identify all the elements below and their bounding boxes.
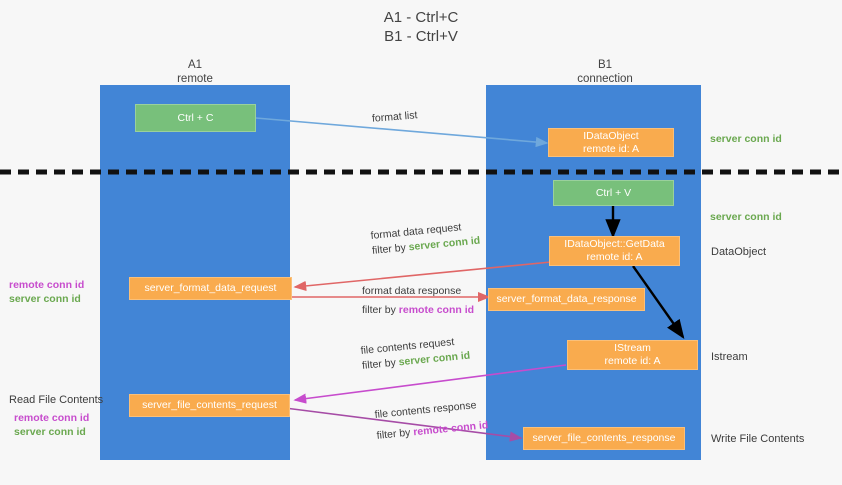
node-server-file-contents-response-label: server_file_contents_response bbox=[532, 432, 676, 444]
edge-label-format-data-response: format data response filter by remote co… bbox=[362, 284, 474, 318]
node-server-format-data-request-label: server_format_data_request bbox=[144, 282, 277, 294]
column-header-a1: A1 remote bbox=[115, 58, 275, 86]
filter-value: remote conn id bbox=[412, 419, 489, 439]
node-idataobject-getdata[interactable]: IDataObject::GetData remote id: A bbox=[549, 236, 680, 266]
right-note-write-file-contents: Write File Contents bbox=[711, 432, 804, 446]
node-server-file-contents-request-label: server_file_contents_request bbox=[142, 399, 277, 411]
title-line-1: A1 - Ctrl+C bbox=[383, 9, 459, 26]
edge-label-format-list: format list bbox=[371, 108, 418, 127]
edge-label-file-contents-response-filter: filter by remote conn id bbox=[376, 418, 489, 444]
edge-label-file-contents-request: file contents request filter by server c… bbox=[360, 334, 471, 374]
left-note-read-file-contents: Read File Contents bbox=[9, 393, 103, 407]
filter-prefix: filter by bbox=[376, 426, 414, 442]
filter-value: remote conn id bbox=[398, 304, 475, 316]
edge-label-format-data-request: format data request filter by server con… bbox=[370, 219, 481, 259]
right-note-istream-text: Istream bbox=[711, 351, 748, 363]
right-note-server-conn-id-2-text: server conn id bbox=[710, 211, 782, 223]
node-ctrl-v[interactable]: Ctrl + V bbox=[553, 180, 674, 206]
node-server-format-data-request[interactable]: server_format_data_request bbox=[129, 277, 292, 300]
column-header-b1-sub: connection bbox=[577, 73, 633, 85]
left-note-remote-conn-id-2: remote conn id bbox=[14, 412, 90, 424]
left-note-server-conn-id-2: server conn id bbox=[14, 426, 86, 438]
node-idataobject-subtitle: remote id: A bbox=[582, 142, 640, 155]
title-line-2: B1 - Ctrl+V bbox=[384, 28, 458, 45]
column-header-b1-name: B1 bbox=[597, 59, 613, 71]
node-idataobject-label: IDataObject bbox=[583, 129, 639, 142]
column-header-a1-name: A1 bbox=[187, 59, 203, 71]
left-note-conn-ids-2: remote conn id server conn id bbox=[14, 411, 89, 439]
filter-prefix: filter by bbox=[362, 304, 399, 316]
node-ctrl-v-label: Ctrl + V bbox=[595, 186, 632, 199]
left-note-read-file-contents-text: Read File Contents bbox=[9, 394, 104, 406]
edge-label-file-contents-response: file contents response filter by remote … bbox=[374, 397, 489, 444]
edge-label-format-list-text: format list bbox=[371, 109, 418, 125]
right-note-dataobject: DataObject bbox=[711, 245, 766, 259]
right-note-istream: Istream bbox=[711, 350, 748, 364]
right-note-server-conn-id-1-text: server conn id bbox=[710, 133, 782, 145]
edge-label-format-data-response-line1: format data response bbox=[362, 285, 462, 297]
node-ctrl-c-label: Ctrl + C bbox=[177, 111, 214, 124]
left-note-remote-conn-id-1: remote conn id bbox=[9, 279, 85, 291]
column-header-a1-sub: remote bbox=[177, 73, 213, 85]
node-istream[interactable]: IStream remote id: A bbox=[567, 340, 698, 370]
node-istream-label: IStream bbox=[614, 342, 651, 354]
left-note-conn-ids-1: remote conn id server conn id bbox=[9, 278, 84, 306]
page-title: A1 - Ctrl+C B1 - Ctrl+V bbox=[0, 8, 842, 46]
node-idataobject[interactable]: IDataObject remote id: A bbox=[548, 128, 674, 157]
filter-prefix: filter by bbox=[361, 356, 400, 372]
left-note-server-conn-id-1: server conn id bbox=[9, 293, 81, 305]
column-header-b1: B1 connection bbox=[525, 58, 685, 86]
node-ctrl-c[interactable]: Ctrl + C bbox=[135, 104, 256, 132]
node-idataobject-getdata-subtitle: remote id: A bbox=[586, 251, 643, 263]
node-idataobject-getdata-label: IDataObject::GetData bbox=[564, 238, 665, 250]
filter-prefix: filter by bbox=[371, 241, 410, 257]
right-note-server-conn-id-2: server conn id bbox=[710, 210, 782, 224]
node-istream-subtitle: remote id: A bbox=[604, 355, 661, 367]
node-server-file-contents-response[interactable]: server_file_contents_response bbox=[523, 427, 685, 450]
right-note-dataobject-text: DataObject bbox=[711, 246, 767, 258]
edge-label-format-data-response-filter: filter by remote conn id bbox=[362, 303, 474, 318]
right-note-write-file-contents-text: Write File Contents bbox=[711, 433, 805, 445]
right-note-server-conn-id-1: server conn id bbox=[710, 132, 782, 146]
node-server-file-contents-request[interactable]: server_file_contents_request bbox=[129, 394, 290, 417]
node-server-format-data-response-label: server_format_data_response bbox=[496, 293, 637, 305]
node-server-format-data-response[interactable]: server_format_data_response bbox=[488, 288, 645, 311]
